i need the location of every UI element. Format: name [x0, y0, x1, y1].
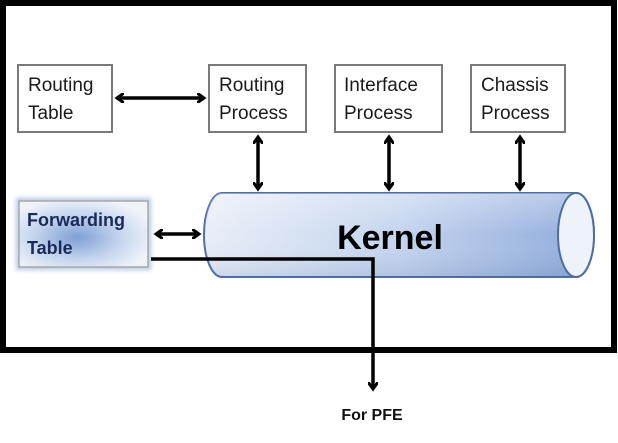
outer-frame — [0, 0, 617, 353]
interface-process-label-line1: Interface — [344, 75, 418, 96]
routing-table-label-line2: Table — [28, 103, 73, 124]
routing-table-node: Routing Table — [17, 64, 113, 133]
routing-table-label-line1: Routing — [28, 75, 94, 96]
kernel-node: Kernel — [203, 192, 595, 278]
chassis-process-node: Chassis Process — [470, 64, 566, 133]
for-pfe-label: For PFE — [341, 407, 403, 424]
arrow-forwarding-table-pfe — [151, 257, 373, 388]
routing-process-node: Routing Process — [208, 64, 307, 133]
kernel-label: Kernel — [337, 219, 443, 257]
interface-process-label-line2: Process — [344, 103, 413, 124]
chassis-process-label-line1: Chassis — [481, 75, 549, 96]
routing-process-label-line2: Process — [219, 103, 288, 124]
arrows — [118, 98, 520, 388]
chassis-process-label-line2: Process — [481, 103, 550, 124]
forwarding-table-node: Forwarding Table — [16, 198, 151, 270]
forwarding-table-label-line1: Forwarding — [27, 210, 125, 230]
routing-process-label-line1: Routing — [219, 75, 285, 96]
interface-process-node: Interface Process — [334, 64, 443, 133]
forwarding-table-label-line2: Table — [27, 238, 73, 258]
